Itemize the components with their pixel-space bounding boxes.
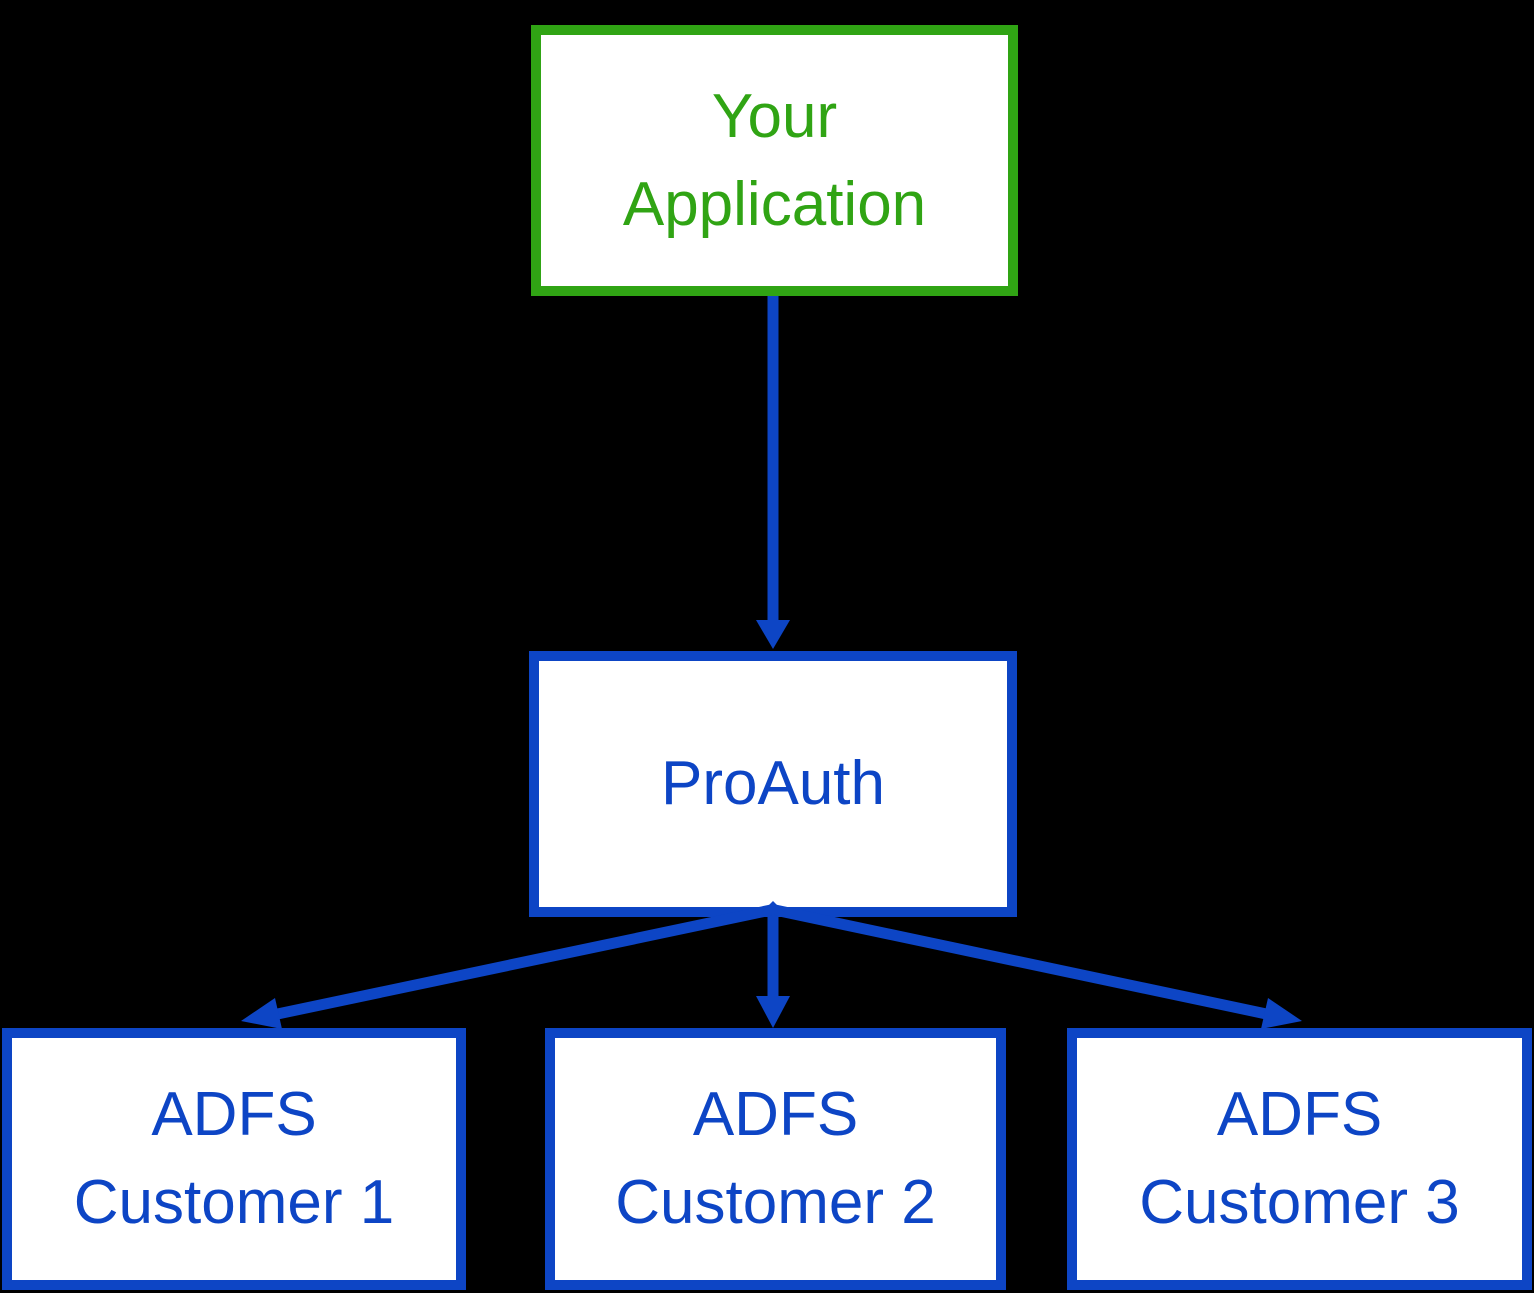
your-application-label-line-1: Your: [711, 81, 838, 151]
proauth-to-adfs-customer-1-arrow: [241, 904, 773, 1029]
proauth-to-adfs-customer-3-arrow: [773, 904, 1302, 1029]
proauth-node: ProAuth: [529, 651, 1017, 917]
proauth-to-adfs-customer-2-arrow: [756, 912, 790, 1028]
application-to-proauth-arrow: [756, 296, 790, 649]
proauth-label: ProAuth: [660, 749, 886, 818]
adfs-customer-1-node: ADFS Customer 1: [2, 1028, 466, 1290]
your-application-label-line-2: Application: [622, 169, 927, 239]
adfs-customer-3-label-line-2: Customer 3: [1139, 1168, 1460, 1237]
adfs-customer-2-node: ADFS Customer 2: [545, 1028, 1006, 1290]
adfs-customer-1-label-line-1: ADFS: [151, 1080, 317, 1149]
adfs-customer-3-label-line-1: ADFS: [1216, 1080, 1383, 1149]
adfs-customer-3-node: ADFS Customer 3: [1067, 1028, 1532, 1290]
adfs-customer-2-label-line-1: ADFS: [692, 1080, 859, 1149]
adfs-customer-1-label-line-2: Customer 1: [73, 1168, 395, 1237]
your-application-node: Your Application: [531, 25, 1018, 296]
adfs-customer-2-label-line-2: Customer 2: [615, 1168, 936, 1237]
